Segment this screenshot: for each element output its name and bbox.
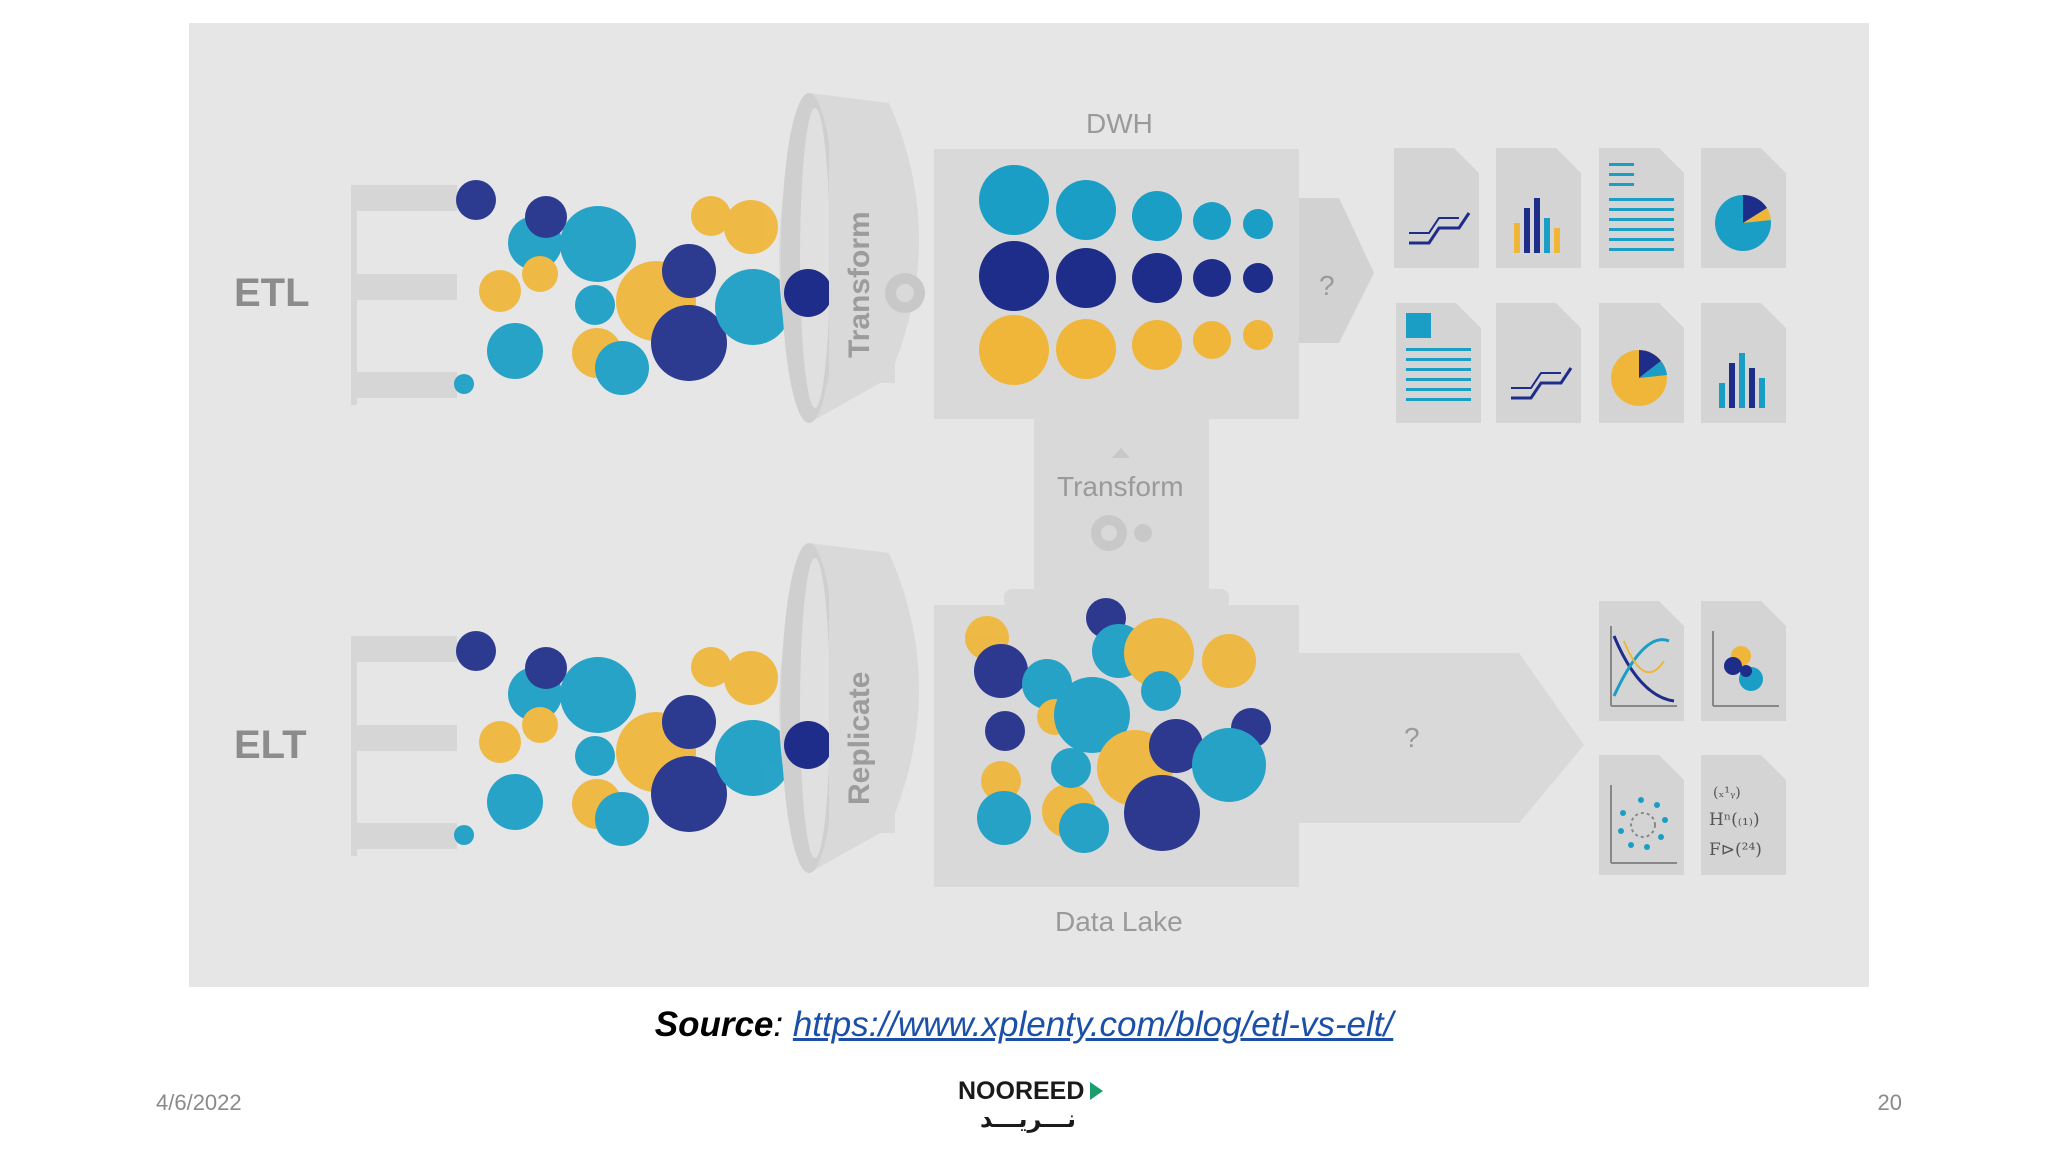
bar-chart-doc-icon xyxy=(1701,303,1786,423)
pie-chart-doc-icon xyxy=(1701,148,1786,268)
nooreed-logo: NOOREED نـــريـــد xyxy=(958,1077,1104,1133)
dwh-sorted-bubbles xyxy=(979,165,1273,385)
play-icon xyxy=(1090,1082,1103,1100)
bar-chart-doc-icon xyxy=(1496,148,1581,268)
etl-vs-elt-diagram: ETL Transform DWH xyxy=(189,23,1869,987)
diagram-canvas: ETL Transform DWH xyxy=(234,93,1786,937)
elt-replicate-funnel xyxy=(779,543,919,873)
source-caption: Source: https://www.xplenty.com/blog/etl… xyxy=(0,1005,2048,1045)
etl-label: ETL xyxy=(234,271,310,315)
text-doc-icon xyxy=(1599,148,1684,268)
data-lake-output-nozzle xyxy=(1299,653,1584,823)
image-text-doc-icon xyxy=(1396,303,1481,423)
gear-icon xyxy=(1091,515,1152,551)
etl-source-pipes xyxy=(351,185,457,405)
radial-plot-doc-icon xyxy=(1599,755,1684,875)
line-chart-doc-icon xyxy=(1496,303,1581,423)
data-lake-bubbles xyxy=(965,598,1271,853)
page-number: 20 xyxy=(1877,1090,1902,1115)
arrow-up-icon xyxy=(1112,448,1130,458)
gear-icon xyxy=(885,273,925,313)
middle-transform-label: Transform xyxy=(1057,471,1184,502)
elt-question-mark: ? xyxy=(1404,722,1420,753)
middle-transform-connector xyxy=(1034,419,1209,604)
elt-label: ELT xyxy=(234,723,307,767)
dwh-label: DWH xyxy=(1086,108,1153,139)
elt-bubbles xyxy=(454,631,791,846)
line-chart-doc-icon xyxy=(1394,148,1479,268)
etl-bubbles xyxy=(454,180,791,395)
formula-line-1: (ₓ¹ᵧ) xyxy=(1713,785,1741,801)
formula-doc-icon: (ₓ¹ᵧ) Hⁿ(₍₁₎) F⊳(²⁴) xyxy=(1701,755,1786,875)
etl-transform-funnel xyxy=(779,93,925,423)
logo-arabic-text: نـــريـــد xyxy=(979,1105,1077,1133)
elt-source-pipes xyxy=(351,636,457,856)
data-lake-top xyxy=(1004,589,1229,609)
logo-latin-text: NOOREED xyxy=(958,1077,1085,1105)
formula-line-3: F⊳(²⁴) xyxy=(1709,840,1762,860)
etl-question-mark: ? xyxy=(1319,270,1335,301)
etl-report-icons xyxy=(1394,148,1786,423)
footer-date: 4/6/2022 xyxy=(156,1090,242,1115)
elt-report-icons: (ₓ¹ᵧ) Hⁿ(₍₁₎) F⊳(²⁴) xyxy=(1599,601,1786,875)
formula-line-2: Hⁿ(₍₁₎) xyxy=(1709,810,1760,830)
data-lake-label: Data Lake xyxy=(1055,906,1183,937)
source-separator: : xyxy=(773,1005,793,1044)
pie-chart-doc-icon xyxy=(1599,303,1684,423)
dwh-output-nozzle xyxy=(1299,198,1374,343)
elt-replicate-label: Replicate xyxy=(843,672,876,805)
curve-plot-doc-icon xyxy=(1599,601,1684,721)
etl-transform-label: Transform xyxy=(843,211,876,358)
scatter-plot-doc-icon xyxy=(1701,601,1786,721)
source-word: Source xyxy=(654,1005,774,1044)
source-link[interactable]: https://www.xplenty.com/blog/etl-vs-elt/ xyxy=(792,1005,1394,1044)
